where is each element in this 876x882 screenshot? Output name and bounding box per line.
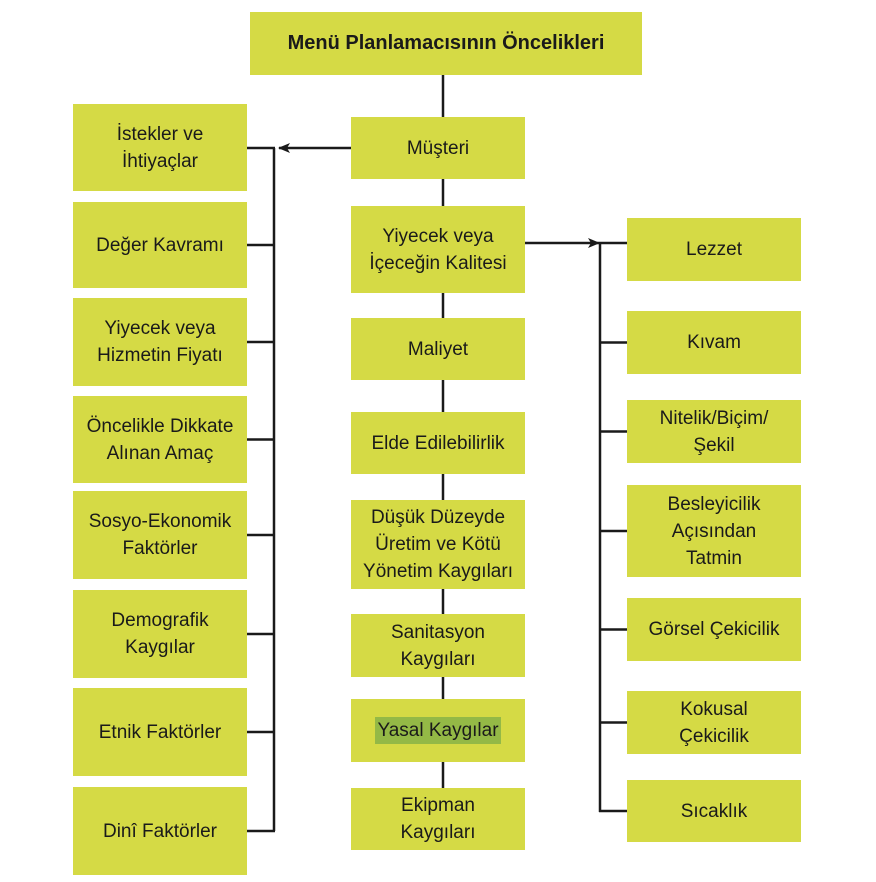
- center-box: Maliyet: [351, 318, 525, 380]
- left-box-label: Sosyo-Ekonomik Faktörler: [88, 511, 232, 559]
- right-box-label: Görsel Çekicilik: [648, 619, 780, 640]
- center-box-label: Sanitasyon Kaygıları: [390, 621, 485, 670]
- center-box: Düşük Düzeyde Üretim ve Kötü Yönetim Kay…: [351, 500, 525, 589]
- right-box: Besleyicilik Açısından Tatmin: [627, 485, 801, 577]
- right-box: Sıcaklık: [627, 780, 801, 842]
- right-box-label: Nitelik/Biçim/ Şekil: [659, 407, 769, 456]
- center-box-label: Ekipman Kaygıları: [400, 795, 476, 843]
- left-box: Değer Kavramı: [73, 202, 247, 288]
- right-box-label: Sıcaklık: [680, 800, 748, 822]
- left-box: Öncelikle Dikkate Alınan Amaç: [73, 396, 247, 483]
- left-box-label: Etnik Faktörler: [98, 721, 222, 743]
- right-box: Kokusal Çekicilik: [627, 691, 801, 754]
- left-box: Etnik Faktörler: [73, 688, 247, 776]
- center-box: Yiyecek veya İçeceğin Kalitesi: [351, 206, 525, 293]
- right-box-label: Lezzet: [686, 239, 742, 260]
- center-box: Sanitasyon Kaygıları: [351, 614, 525, 677]
- right-box: Görsel Çekicilik: [627, 598, 801, 661]
- center-box: Müşteri: [351, 117, 525, 179]
- center-box-label: Düşük Düzeyde Üretim ve Kötü Yönetim Kay…: [363, 507, 513, 582]
- left-box: Sosyo-Ekonomik Faktörler: [73, 491, 247, 579]
- center-box: Elde Edilebilirlik: [351, 412, 525, 474]
- center-box-label: Müşteri: [406, 137, 470, 159]
- title-box: Menü Planlamacısının Öncelikleri: [250, 12, 642, 75]
- left-box-label: Demografik Kaygılar: [111, 610, 209, 658]
- right-box: Kıvam: [627, 311, 801, 374]
- center-box-label: Yiyecek veya İçeceğin Kalitesi: [369, 225, 507, 274]
- right-box: Lezzet: [627, 218, 801, 281]
- left-box: Demografik Kaygılar: [73, 590, 247, 678]
- left-box-label: Yiyecek veya Hizmetin Fiyatı: [97, 318, 223, 366]
- center-box-label: Maliyet: [407, 338, 469, 360]
- right-box: Nitelik/Biçim/ Şekil: [627, 400, 801, 463]
- center-box: Yasal Kaygılar: [351, 699, 525, 762]
- left-box-label: Öncelikle Dikkate Alınan Amaç: [86, 415, 234, 464]
- left-box-label: Dinî Faktörler: [102, 820, 218, 842]
- left-box-label: Değer Kavramı: [96, 234, 224, 256]
- center-box-label: Yasal Kaygılar: [375, 717, 501, 744]
- left-box: İstekler ve İhtiyaçlar: [73, 104, 247, 191]
- center-box-label: Elde Edilebilirlik: [371, 432, 505, 454]
- left-box: Yiyecek veya Hizmetin Fiyatı: [73, 298, 247, 386]
- center-box: Ekipman Kaygıları: [351, 788, 525, 850]
- title-text: Menü Planlamacısının Öncelikleri: [287, 32, 605, 54]
- right-box-label: Kokusal Çekicilik: [679, 698, 749, 747]
- left-box-label: İstekler ve İhtiyaçlar: [116, 123, 204, 172]
- right-box-label: Kıvam: [687, 332, 741, 353]
- right-box-label: Besleyicilik Açısından Tatmin: [667, 493, 761, 569]
- left-box: Dinî Faktörler: [73, 787, 247, 875]
